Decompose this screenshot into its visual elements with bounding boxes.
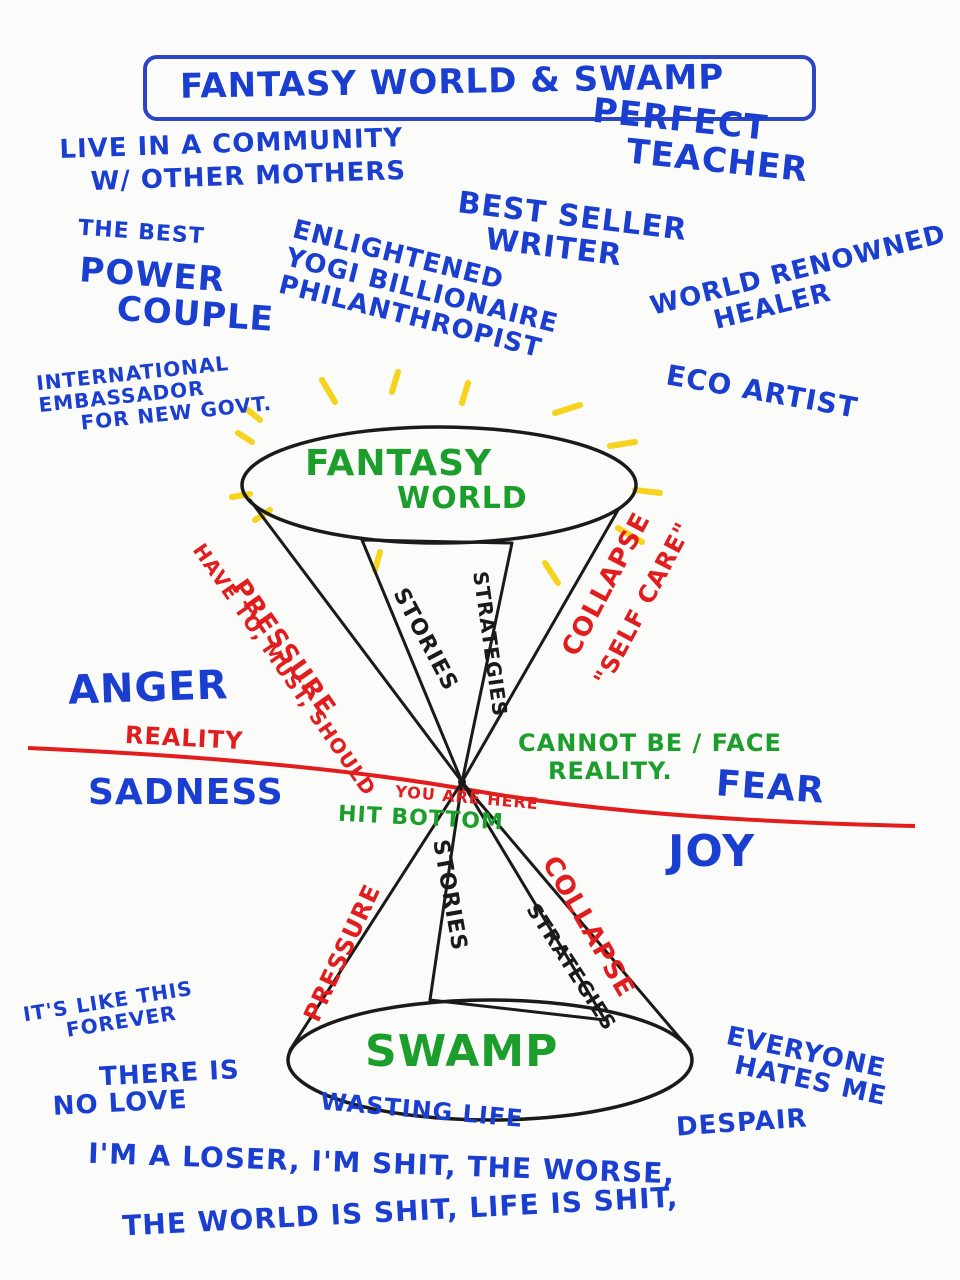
cannot-face-reality-label: CANNOT BE / FACE REALITY. xyxy=(518,729,782,785)
fantasy-world-line-2: WORLD xyxy=(397,480,528,516)
title-box xyxy=(143,55,816,121)
swamp-label: SWAMP xyxy=(365,1026,559,1077)
fantasy-community: LIVE IN A COMMUNITY W/ OTHER MOTHERS xyxy=(59,122,407,199)
fantasy-world-line-1: FANTASY xyxy=(305,443,493,484)
cannot-face-line-1: CANNOT BE / FACE xyxy=(518,729,782,757)
sadness-label: SADNESS xyxy=(88,772,284,813)
cannot-face-line-2: REALITY. xyxy=(548,756,673,785)
fantasy-power-couple: POWER COUPLE xyxy=(76,250,278,339)
thought-no-love: THERE IS NO LOVE xyxy=(51,1055,242,1122)
swamp-ellipse xyxy=(286,998,694,1122)
top-cone xyxy=(248,498,620,784)
fantasy-world-label: FANTASY WORLD xyxy=(305,445,528,514)
reality-label: REALITY xyxy=(124,720,245,756)
sun-rays xyxy=(229,369,663,586)
you-are-here-dot xyxy=(458,778,466,786)
bottom-cone xyxy=(288,780,692,1052)
joy-label: JOY xyxy=(668,826,756,877)
anger-label: ANGER xyxy=(67,662,230,714)
fear-label: FEAR xyxy=(714,763,827,812)
